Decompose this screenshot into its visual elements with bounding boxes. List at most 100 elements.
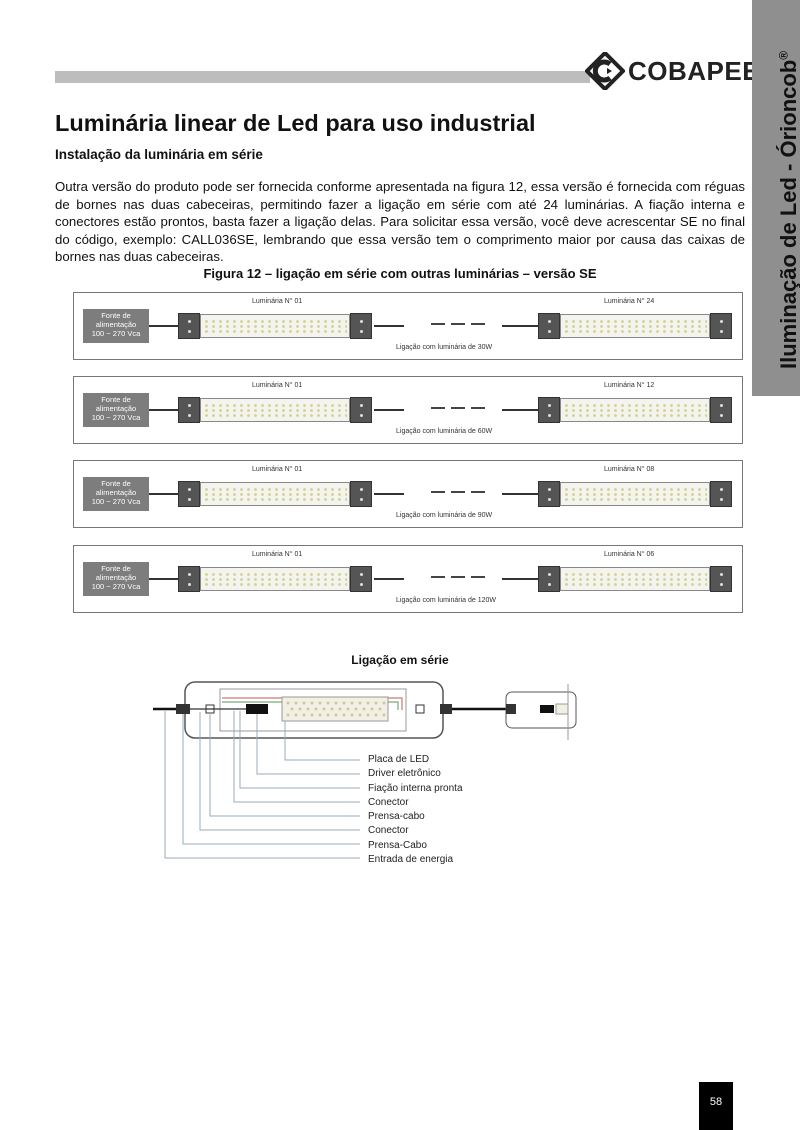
led-tube (560, 398, 710, 422)
series-diagram (153, 681, 577, 859)
endcap (538, 481, 560, 507)
continuation-dash (471, 491, 485, 493)
terminal-dot (720, 414, 723, 417)
power-source-label: 100 ~ 270 Vca (91, 413, 141, 422)
terminal-dot (188, 330, 191, 333)
legend-item: Entrada de energia (368, 854, 454, 866)
terminal-dot (360, 330, 363, 333)
internal-wire-2 (222, 701, 399, 710)
series-diagram-title: Ligação em série (351, 653, 449, 667)
series-wire (374, 325, 404, 327)
terminal-dot (360, 488, 363, 491)
terminal-dot (548, 404, 551, 407)
input-wire (149, 493, 179, 495)
terminal-dot (720, 404, 723, 407)
connection-label: Ligação com luminária de 90W (396, 512, 493, 519)
luminaire-first (178, 481, 374, 507)
continuation-dash (451, 576, 465, 578)
legend-item: Conector (368, 796, 409, 808)
continuation-dash (451, 323, 465, 325)
series-wire (374, 578, 404, 580)
led-tube (200, 398, 350, 422)
series-wire (502, 409, 538, 411)
luminaire-last-label: Luminária N° 12 (604, 382, 655, 389)
terminal-dot (720, 320, 723, 323)
legend-item: Prensa-cabo (368, 811, 425, 823)
endcap (538, 397, 560, 423)
endcap (178, 397, 200, 423)
legend-item: Prensa-Cabo (368, 839, 427, 851)
endcap (178, 481, 200, 507)
series-wire (502, 578, 538, 580)
terminal-dot (720, 488, 723, 491)
luminaire-first-label: Luminária N° 01 (252, 382, 303, 389)
brand-logo: COBAPEE (585, 52, 760, 90)
luminaire-last (538, 397, 734, 423)
endcap (350, 313, 372, 339)
luminaire-last (538, 566, 734, 592)
power-source-label: Fonte de (101, 395, 131, 404)
legend-item: Driver eletrônico (368, 768, 441, 780)
terminal-dot (720, 573, 723, 576)
input-wire (149, 578, 179, 580)
series-legend: Placa de LED Driver eletrônico Fiação in… (368, 753, 463, 867)
luminaire-last-label: Luminária N° 06 (604, 551, 655, 558)
terminal-dot (360, 583, 363, 586)
led-array (203, 487, 347, 501)
continuation-dash (471, 576, 485, 578)
led-array (563, 572, 707, 586)
power-source-label: Fonte de (101, 479, 131, 488)
terminal-dot (188, 404, 191, 407)
header-rule (55, 71, 590, 83)
continuation-dash (451, 407, 465, 409)
terminal-dot (548, 488, 551, 491)
terminal-dot (720, 583, 723, 586)
terminal-dot (360, 414, 363, 417)
series-wire (374, 493, 404, 495)
led-tube (200, 314, 350, 338)
connection-label: Ligação com luminária de 30W (396, 344, 493, 351)
connector-out (415, 704, 425, 714)
continuation-dash (451, 491, 465, 493)
series-wire (502, 493, 538, 495)
luminaire-first (178, 566, 374, 592)
terminal-dot (188, 414, 191, 417)
connection-label: Ligação com luminária de 60W (396, 428, 493, 435)
led-tube (560, 314, 710, 338)
continuation-dash (431, 491, 445, 493)
registered-mark: ® (776, 50, 791, 60)
terminal-dot (720, 330, 723, 333)
led-tube (200, 482, 350, 506)
terminal-dot (548, 330, 551, 333)
led-array (203, 319, 347, 333)
terminal-dot (548, 583, 551, 586)
terminal-dot (548, 573, 551, 576)
connection-label: Ligação com luminária de 120W (396, 597, 496, 604)
endcap (710, 397, 732, 423)
terminal-dot (188, 320, 191, 323)
power-source-label: alimentação (95, 404, 137, 413)
power-source-label: Fonte de (101, 311, 131, 320)
terminal-dot (548, 414, 551, 417)
series-wire (374, 409, 404, 411)
led-tube (560, 482, 710, 506)
figure-caption: Figura 12 – ligação em série com outras … (203, 266, 597, 281)
led-board-dots (286, 701, 386, 717)
series-wire (502, 325, 538, 327)
page-number: 58 (699, 1082, 733, 1130)
terminal-dot (548, 498, 551, 501)
cable-gland-in (176, 704, 190, 714)
terminal-dot (188, 573, 191, 576)
side-tab: Iluminação de Led - Órioncob® (752, 0, 800, 396)
power-source-label: alimentação (95, 320, 137, 329)
endcap (538, 313, 560, 339)
luminaire-last-label: Luminária N° 24 (604, 298, 655, 305)
endcap (178, 313, 200, 339)
